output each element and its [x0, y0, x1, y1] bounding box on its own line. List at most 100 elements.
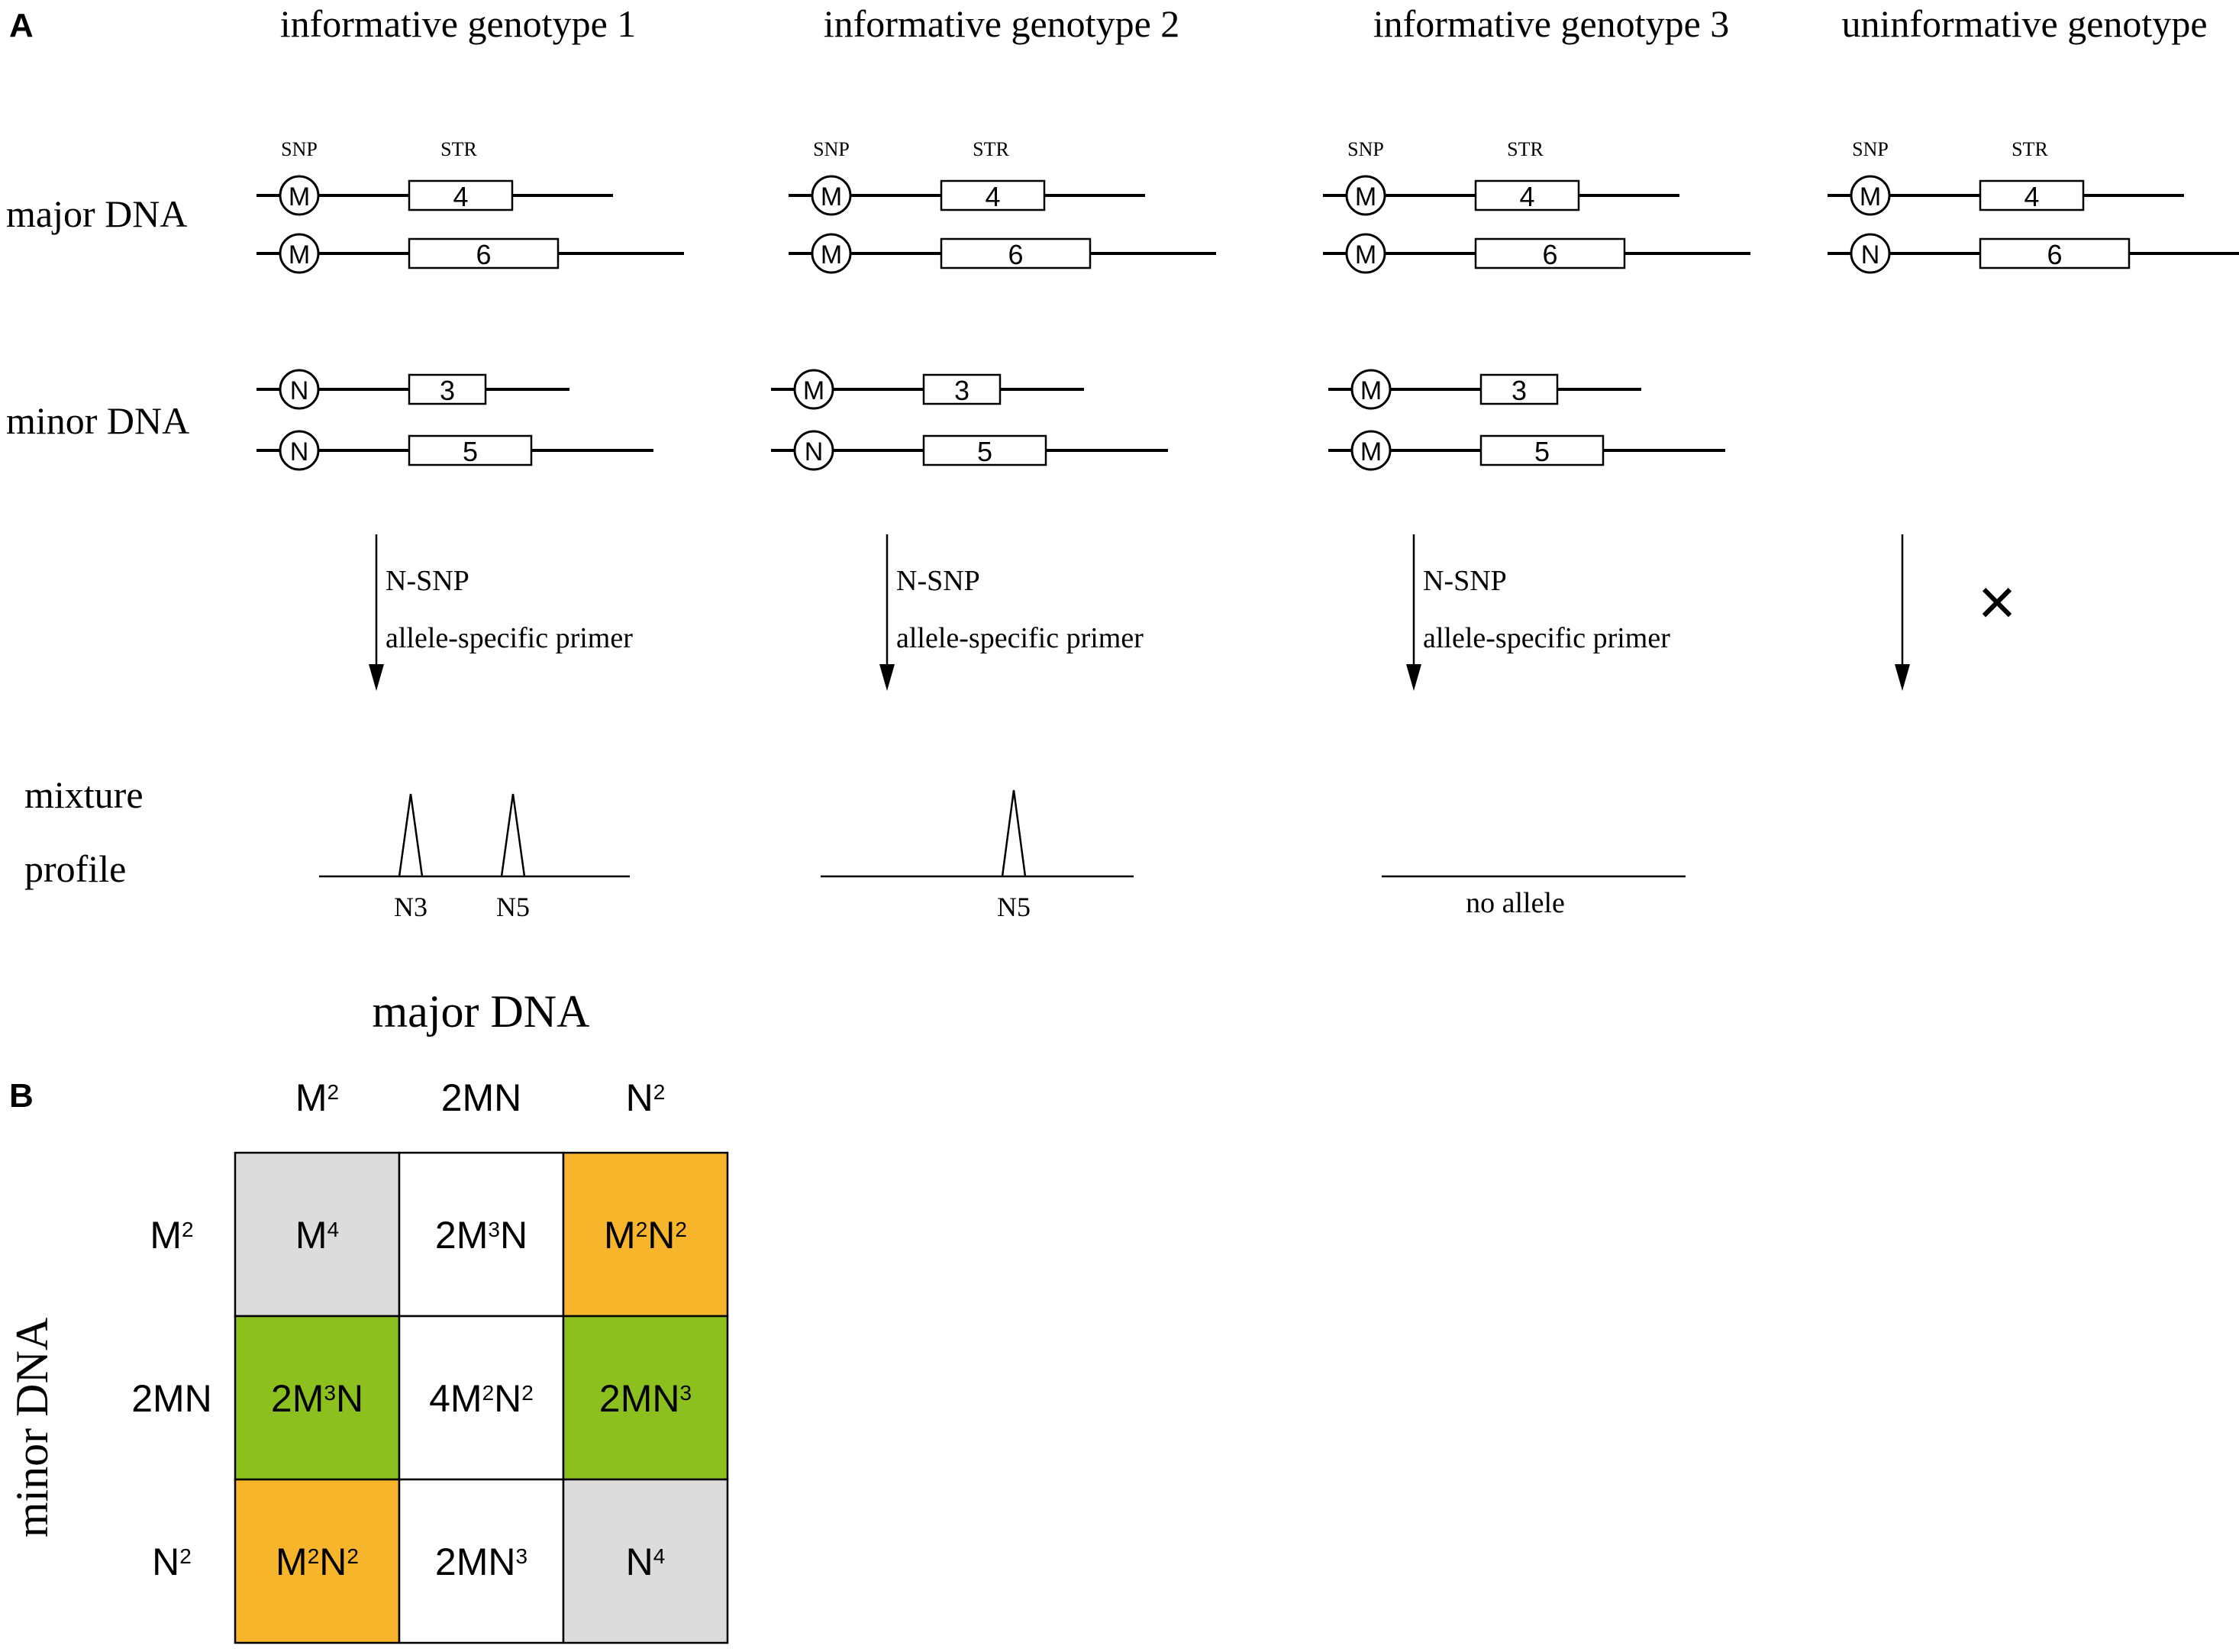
axis-title-minor-dna: minor DNA — [7, 1318, 57, 1537]
row-label-mixture: mixture — [24, 773, 144, 816]
major-strand-2-snp-allele: M — [289, 240, 310, 269]
major-strand-2-snp-allele: M — [1355, 240, 1376, 269]
minor-strand-2-snp-circle — [793, 430, 834, 471]
row-label-major-dna: major DNA — [6, 192, 187, 235]
col-header: N2 — [626, 1076, 666, 1119]
minor-strand-1-str-box — [1479, 373, 1559, 405]
matrix-cell — [562, 1151, 729, 1318]
minor-strand-2-snp-circle — [1350, 430, 1392, 471]
major-strand-2-snp-circle — [1345, 233, 1386, 274]
major-strand-1-str-repeat: 4 — [985, 181, 1000, 212]
major-strand-1-str-box — [940, 179, 1046, 211]
row-header: 2MN — [131, 1377, 212, 1420]
minor-strand-2-snp-allele: M — [1360, 437, 1382, 466]
str-locus-label: STR — [2012, 138, 2048, 160]
row-label-profile: profile — [24, 847, 126, 890]
matrix-cell-text: 2MN3 — [599, 1377, 692, 1420]
major-strand-2-str-repeat: 6 — [2047, 239, 2062, 270]
matrix-cell — [234, 1478, 401, 1644]
panel-b-label: B — [9, 1077, 34, 1115]
arrow-label-primer: allele-specific primer — [896, 622, 1144, 654]
row-header: N2 — [152, 1541, 192, 1583]
genotype-title: uninformative genotype — [1841, 2, 2207, 45]
matrix-cell — [234, 1151, 401, 1318]
arrow-head — [369, 664, 384, 691]
row-header: M2 — [150, 1214, 193, 1257]
minor-strand-2-snp-allele: N — [290, 437, 309, 466]
snp-locus-label: SNP — [813, 138, 850, 160]
minor-strand-1-snp-circle — [279, 369, 320, 410]
major-strand-2-str-box — [940, 237, 1092, 269]
str-locus-label: STR — [440, 138, 477, 160]
minor-strand-1-snp-circle — [793, 369, 834, 410]
major-strand-1-str-repeat: 4 — [2024, 181, 2039, 212]
genotype-title: informative genotype 2 — [824, 2, 1180, 45]
peak-label: N3 — [394, 892, 427, 922]
matrix-cell-text: M2N2 — [604, 1214, 687, 1257]
no-amplification-x: × — [1978, 566, 2016, 639]
major-strand-1-snp-circle — [811, 175, 852, 216]
major-strand-1-str-box — [1474, 179, 1580, 211]
arrow-head — [879, 664, 895, 691]
minor-strand-1-str-repeat: 3 — [1511, 375, 1527, 406]
major-strand-2-str-box — [408, 237, 560, 269]
minor-strand-1-str-repeat: 3 — [440, 375, 455, 406]
arrow-label-n-snp: N-SNP — [1423, 565, 1507, 597]
minor-strand-2-str-box — [408, 434, 533, 466]
major-strand-2-str-repeat: 6 — [476, 239, 491, 270]
panel-a-label: A — [9, 7, 34, 44]
arrow-head — [1406, 664, 1421, 691]
major-strand-2-str-repeat: 6 — [1542, 239, 1557, 270]
matrix-cell-text: M4 — [295, 1214, 339, 1257]
col-header: 2MN — [441, 1076, 522, 1119]
major-strand-1-snp-circle — [1345, 175, 1386, 216]
arrow-head — [1895, 664, 1910, 691]
major-strand-1-snp-allele: M — [1355, 182, 1376, 211]
major-strand-1-snp-circle — [279, 175, 320, 216]
peak-label: N5 — [496, 892, 530, 922]
matrix-cell-text: M2N2 — [276, 1541, 359, 1583]
profile-peak — [398, 793, 424, 877]
peak-label: N5 — [997, 892, 1031, 922]
arrow-label-primer: allele-specific primer — [1423, 622, 1670, 654]
matrix-cell-text: 4M2N2 — [429, 1377, 534, 1420]
arrow-label-n-snp: N-SNP — [896, 565, 980, 597]
matrix-cell-text: N4 — [626, 1541, 666, 1583]
minor-strand-2-str-repeat: 5 — [1534, 436, 1550, 467]
major-strand-2-snp-circle — [279, 233, 320, 274]
matrix-cell — [562, 1478, 729, 1644]
matrix-cell — [234, 1315, 401, 1481]
major-strand-1-snp-circle — [1850, 175, 1891, 216]
minor-strand-1-snp-allele: M — [1360, 376, 1382, 405]
profile-peak — [500, 793, 526, 877]
genotype-title: informative genotype 3 — [1373, 2, 1730, 45]
profile-no-allele: no allele — [1466, 887, 1565, 919]
major-strand-2-str-repeat: 6 — [1008, 239, 1023, 270]
arrow-label-n-snp: N-SNP — [386, 565, 469, 597]
minor-strand-1-str-repeat: 3 — [954, 375, 969, 406]
minor-strand-1-snp-allele: M — [803, 376, 824, 405]
profile-peak — [1001, 789, 1027, 877]
major-strand-1-str-repeat: 4 — [453, 181, 468, 212]
matrix-cell — [398, 1151, 565, 1318]
major-strand-1-snp-allele: M — [821, 182, 842, 211]
minor-strand-1-str-box — [408, 373, 487, 405]
snp-locus-label: SNP — [1347, 138, 1384, 160]
str-locus-label: STR — [1507, 138, 1544, 160]
str-locus-label: STR — [973, 138, 1009, 160]
major-strand-2-snp-circle — [1850, 233, 1891, 274]
minor-strand-2-str-box — [922, 434, 1047, 466]
matrix-cell-text: 2M3N — [271, 1377, 363, 1420]
major-strand-2-snp-allele: N — [1861, 240, 1880, 269]
col-header: M2 — [295, 1076, 339, 1119]
major-strand-1-snp-allele: M — [289, 182, 310, 211]
minor-strand-2-snp-circle — [279, 430, 320, 471]
major-strand-2-str-box — [1474, 237, 1626, 269]
matrix-cell — [562, 1315, 729, 1481]
